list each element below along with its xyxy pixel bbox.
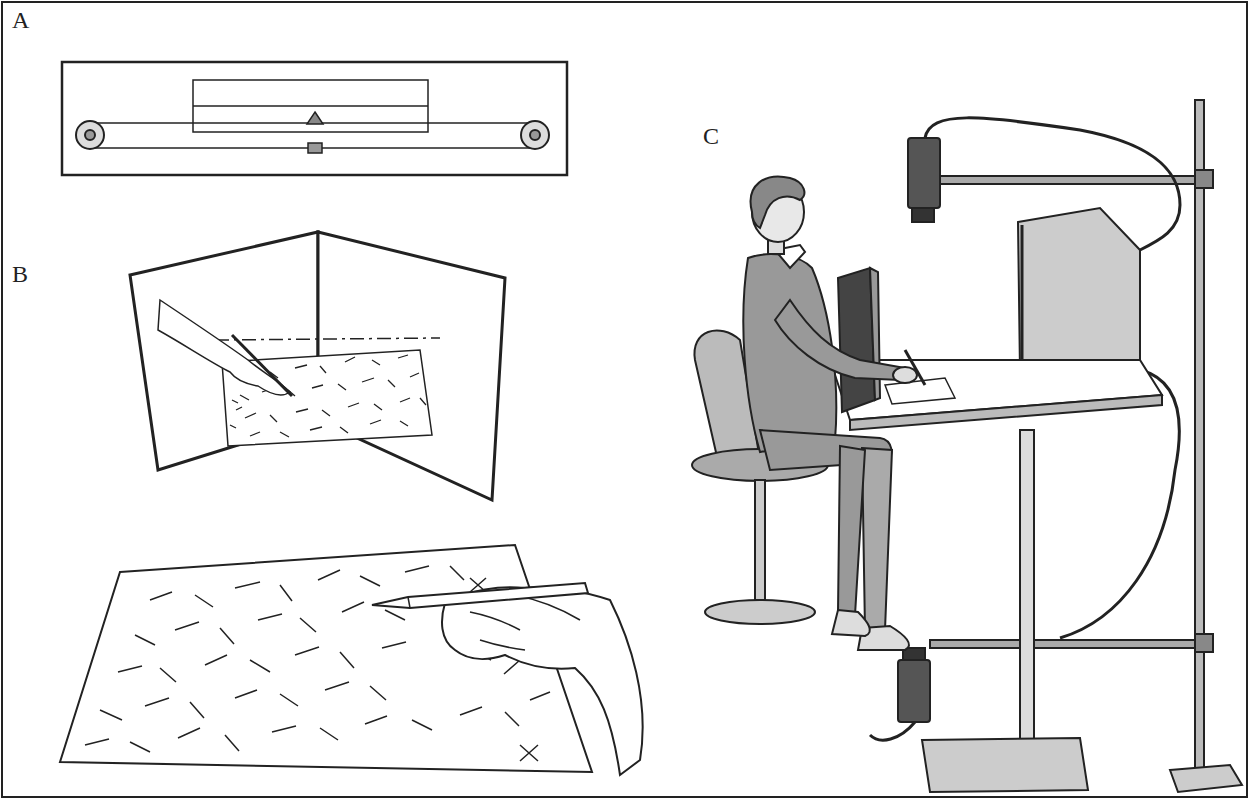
paper (885, 378, 955, 404)
table-base (922, 738, 1088, 792)
camera-lens (912, 208, 934, 222)
base-plate (62, 62, 567, 175)
camera-arm (930, 640, 1200, 648)
camera-arm (938, 176, 1200, 184)
clamp (1195, 634, 1213, 652)
monitor (1018, 208, 1140, 380)
dash-line (215, 338, 440, 340)
apparatus-a (62, 62, 567, 175)
pulley (76, 121, 104, 149)
camera (908, 138, 940, 208)
table-leg (1020, 430, 1034, 740)
mirror-screen (130, 232, 505, 500)
chair-base (705, 600, 815, 624)
panel-label: A (12, 8, 29, 32)
pencil-tip (408, 597, 410, 608)
person (692, 177, 917, 650)
reflected-segments (230, 355, 426, 437)
camera-rig (870, 100, 1242, 792)
clamp (1195, 170, 1213, 188)
paper-task (60, 545, 643, 775)
shin (862, 448, 892, 630)
stand-base (1170, 765, 1242, 792)
arm (775, 300, 905, 380)
finger-lines (470, 595, 580, 650)
mirror (838, 268, 875, 412)
camera (898, 660, 930, 722)
slider (308, 143, 322, 153)
panel-label: C (703, 124, 719, 148)
hand (442, 587, 643, 775)
chair-post (755, 480, 765, 600)
hand (893, 367, 917, 383)
shin (838, 446, 865, 615)
hair (751, 177, 805, 228)
target-triangle (307, 112, 323, 124)
pulley-hub (530, 130, 540, 140)
workstation (830, 208, 1162, 792)
reflected-pencil (232, 335, 292, 396)
pulley (521, 121, 549, 149)
pulley-hub (85, 130, 95, 140)
window-line (193, 105, 428, 107)
pencil (372, 583, 588, 608)
window (193, 80, 428, 132)
shoe (832, 610, 870, 636)
reflected-hand (158, 300, 290, 395)
mirror-edge (870, 268, 880, 400)
stand-pole (1195, 100, 1204, 770)
monitor-face (1021, 225, 1024, 370)
panel-label: B (12, 262, 28, 286)
